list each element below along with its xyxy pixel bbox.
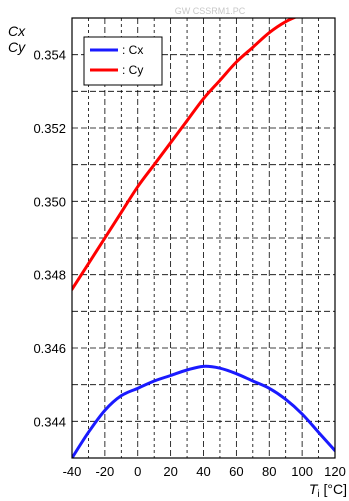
- y-tick-label: 0.348: [33, 268, 66, 283]
- x-tick-label: -20: [95, 464, 114, 479]
- series-layer: [72, 18, 335, 458]
- y-tick-label: 0.346: [33, 341, 66, 356]
- y-axis-label-cy: Cy: [8, 39, 26, 55]
- x-tick-label: 40: [196, 464, 210, 479]
- legend-box: [83, 36, 163, 86]
- series-line-cy: [72, 18, 298, 291]
- tick-labels: -40 -20 0 20 40 60 80 100 120 0.344 0.346 0.348 0.35…: [33, 48, 345, 479]
- x-tick-label: 80: [262, 464, 276, 479]
- legend-label-cy: : Cy: [122, 63, 143, 77]
- y-tick-label: 0.344: [33, 414, 66, 429]
- x-tick-label: 60: [229, 464, 243, 479]
- y-tick-label: 0.354: [33, 48, 66, 63]
- y-tick-label: 0.350: [33, 194, 66, 209]
- x-tick-label: -40: [63, 464, 82, 479]
- plot-frame: [71, 17, 336, 459]
- legend-label-cx: : Cx: [122, 43, 143, 57]
- x-tick-label: 120: [324, 464, 346, 479]
- x-axis-label-subscript: i: [317, 489, 319, 500]
- legend: : Cx : Cy: [83, 36, 163, 86]
- x-axis-label-symbol: T: [309, 481, 319, 497]
- x-tick-label: 20: [163, 464, 177, 479]
- x-tick-label: 100: [291, 464, 313, 479]
- series-line-cx: [72, 364, 335, 458]
- x-axis-label: Ti [°C]: [309, 481, 347, 500]
- watermark: GW CSSRM1.PC: [175, 6, 246, 16]
- y-tick-label: 0.352: [33, 121, 66, 136]
- x-tick-label: 0: [134, 464, 141, 479]
- y-axis-label-cx: Cx: [8, 23, 26, 39]
- x-axis-label-unit: [°C]: [320, 481, 347, 497]
